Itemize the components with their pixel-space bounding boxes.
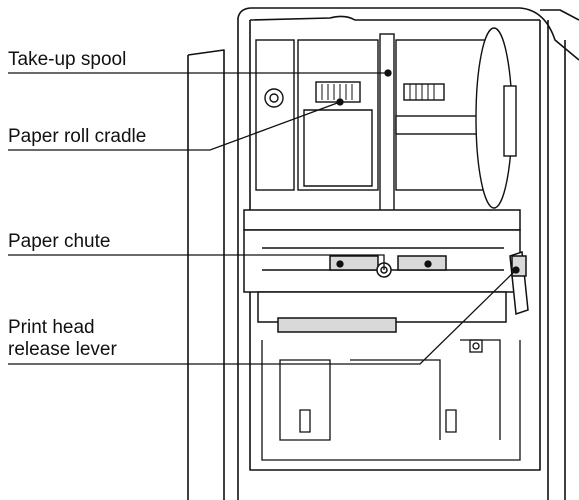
print-unit <box>243 209 529 333</box>
right-housing-outline <box>540 9 579 500</box>
label-take-up-spool: Take-up spool <box>8 49 127 70</box>
print-unit-top <box>243 209 521 231</box>
label-paper-roll-cradle: Paper roll cradle <box>8 126 147 147</box>
left-pillar <box>255 39 295 191</box>
spool-axle <box>379 33 395 215</box>
leader-dot-lever <box>512 266 520 274</box>
leader-print-head-release-lever <box>8 269 517 365</box>
right-latch <box>445 409 457 433</box>
leader-paper-roll-cradle <box>8 101 341 151</box>
label-paper-chute: Paper chute <box>8 231 111 252</box>
leader-dot-cradle <box>336 98 344 106</box>
outer-body-outline <box>237 7 579 500</box>
small-screw-right <box>469 339 483 353</box>
leader-dot-chute-right <box>424 260 432 268</box>
lower-compartment <box>261 339 521 461</box>
cradle-chamber <box>303 109 373 187</box>
leader-paper-chute <box>8 254 385 270</box>
back-cover-outline <box>187 49 225 500</box>
roll-edge-gear <box>503 85 517 157</box>
inner-top-rim <box>249 15 540 21</box>
leader-lines <box>8 69 520 365</box>
print-head-bar <box>277 317 397 333</box>
upper-mechanism <box>255 27 517 215</box>
print-unit-body <box>243 229 521 293</box>
left-latch <box>299 409 311 433</box>
leader-dot-take-up <box>384 69 392 77</box>
leader-dot-chute-left <box>336 260 344 268</box>
chute-guide-right <box>397 255 447 271</box>
label-print-head-release-lever: Print head release lever <box>8 317 117 360</box>
